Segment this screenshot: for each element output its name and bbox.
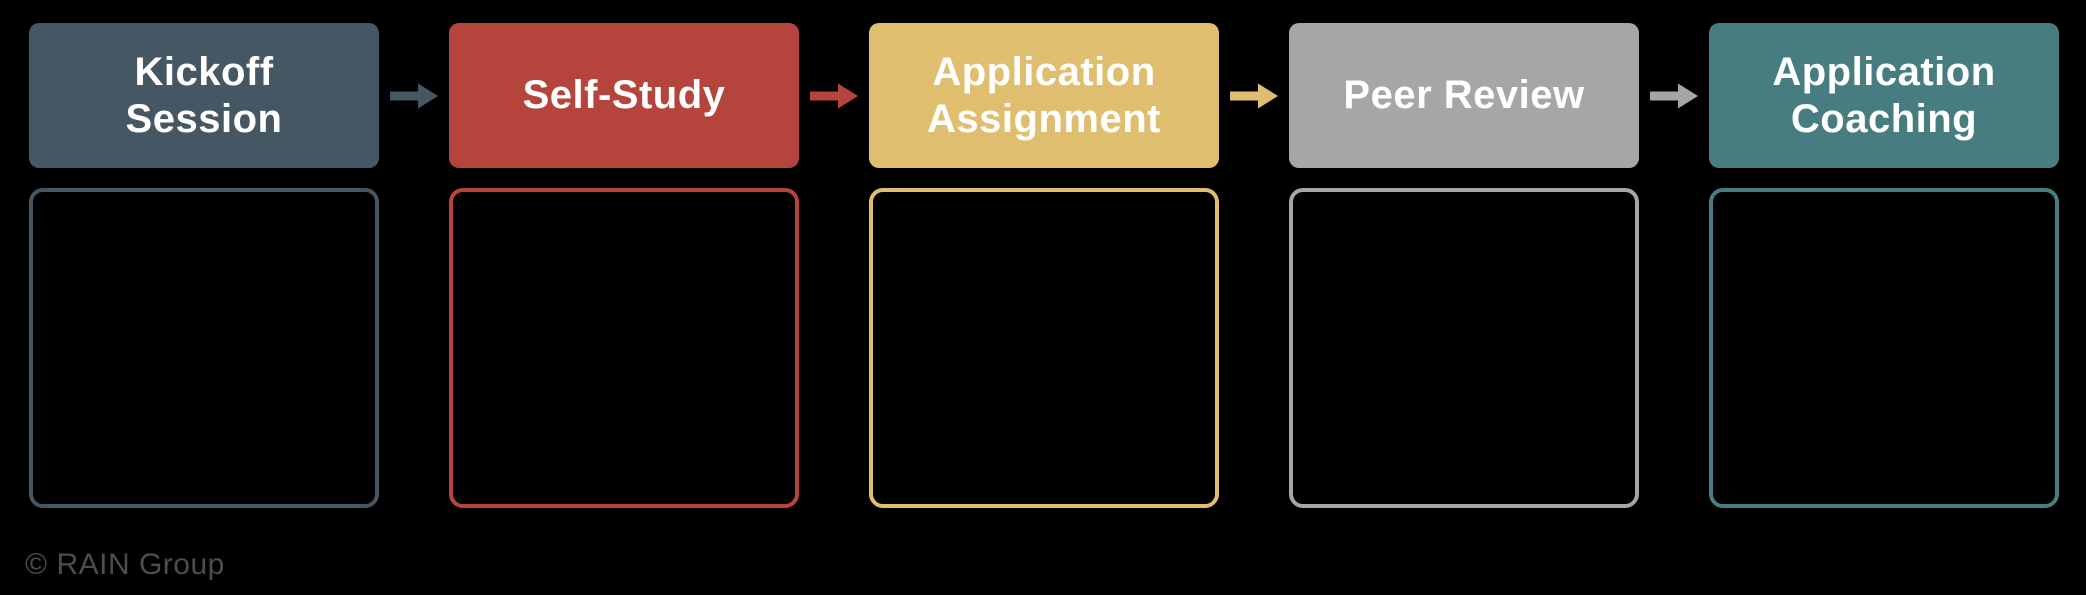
arrow-assignment-to-peerreview-icon bbox=[1230, 81, 1278, 111]
step-panel-kickoff-session bbox=[29, 188, 379, 508]
step-label-application-assignment: Application Assignment bbox=[927, 49, 1161, 141]
step-panel-peer-review bbox=[1289, 188, 1639, 508]
training-process-flow: Kickoff Session Self-Study Application A… bbox=[29, 23, 2059, 508]
step-label-peer-review: Peer Review bbox=[1343, 73, 1585, 118]
step-header-application-coaching: Application Coaching bbox=[1709, 23, 2059, 168]
step-label-kickoff-session: Kickoff Session bbox=[125, 49, 283, 141]
step-header-kickoff-session: Kickoff Session bbox=[29, 23, 379, 168]
step-header-self-study: Self-Study bbox=[449, 23, 799, 168]
step-header-application-assignment: Application Assignment bbox=[869, 23, 1219, 168]
step-panel-self-study bbox=[449, 188, 799, 508]
arrow-selfstudy-to-assignment-icon bbox=[810, 81, 858, 111]
step-label-application-coaching: Application Coaching bbox=[1772, 49, 1996, 141]
step-header-peer-review: Peer Review bbox=[1289, 23, 1639, 168]
step-panel-application-coaching bbox=[1709, 188, 2059, 508]
copyright-text: © RAIN Group bbox=[25, 548, 225, 581]
arrow-peerreview-to-coaching-icon bbox=[1650, 81, 1698, 111]
step-panel-application-assignment bbox=[869, 188, 1219, 508]
step-label-self-study: Self-Study bbox=[522, 73, 726, 118]
arrow-kickoff-to-selfstudy-icon bbox=[390, 81, 438, 111]
